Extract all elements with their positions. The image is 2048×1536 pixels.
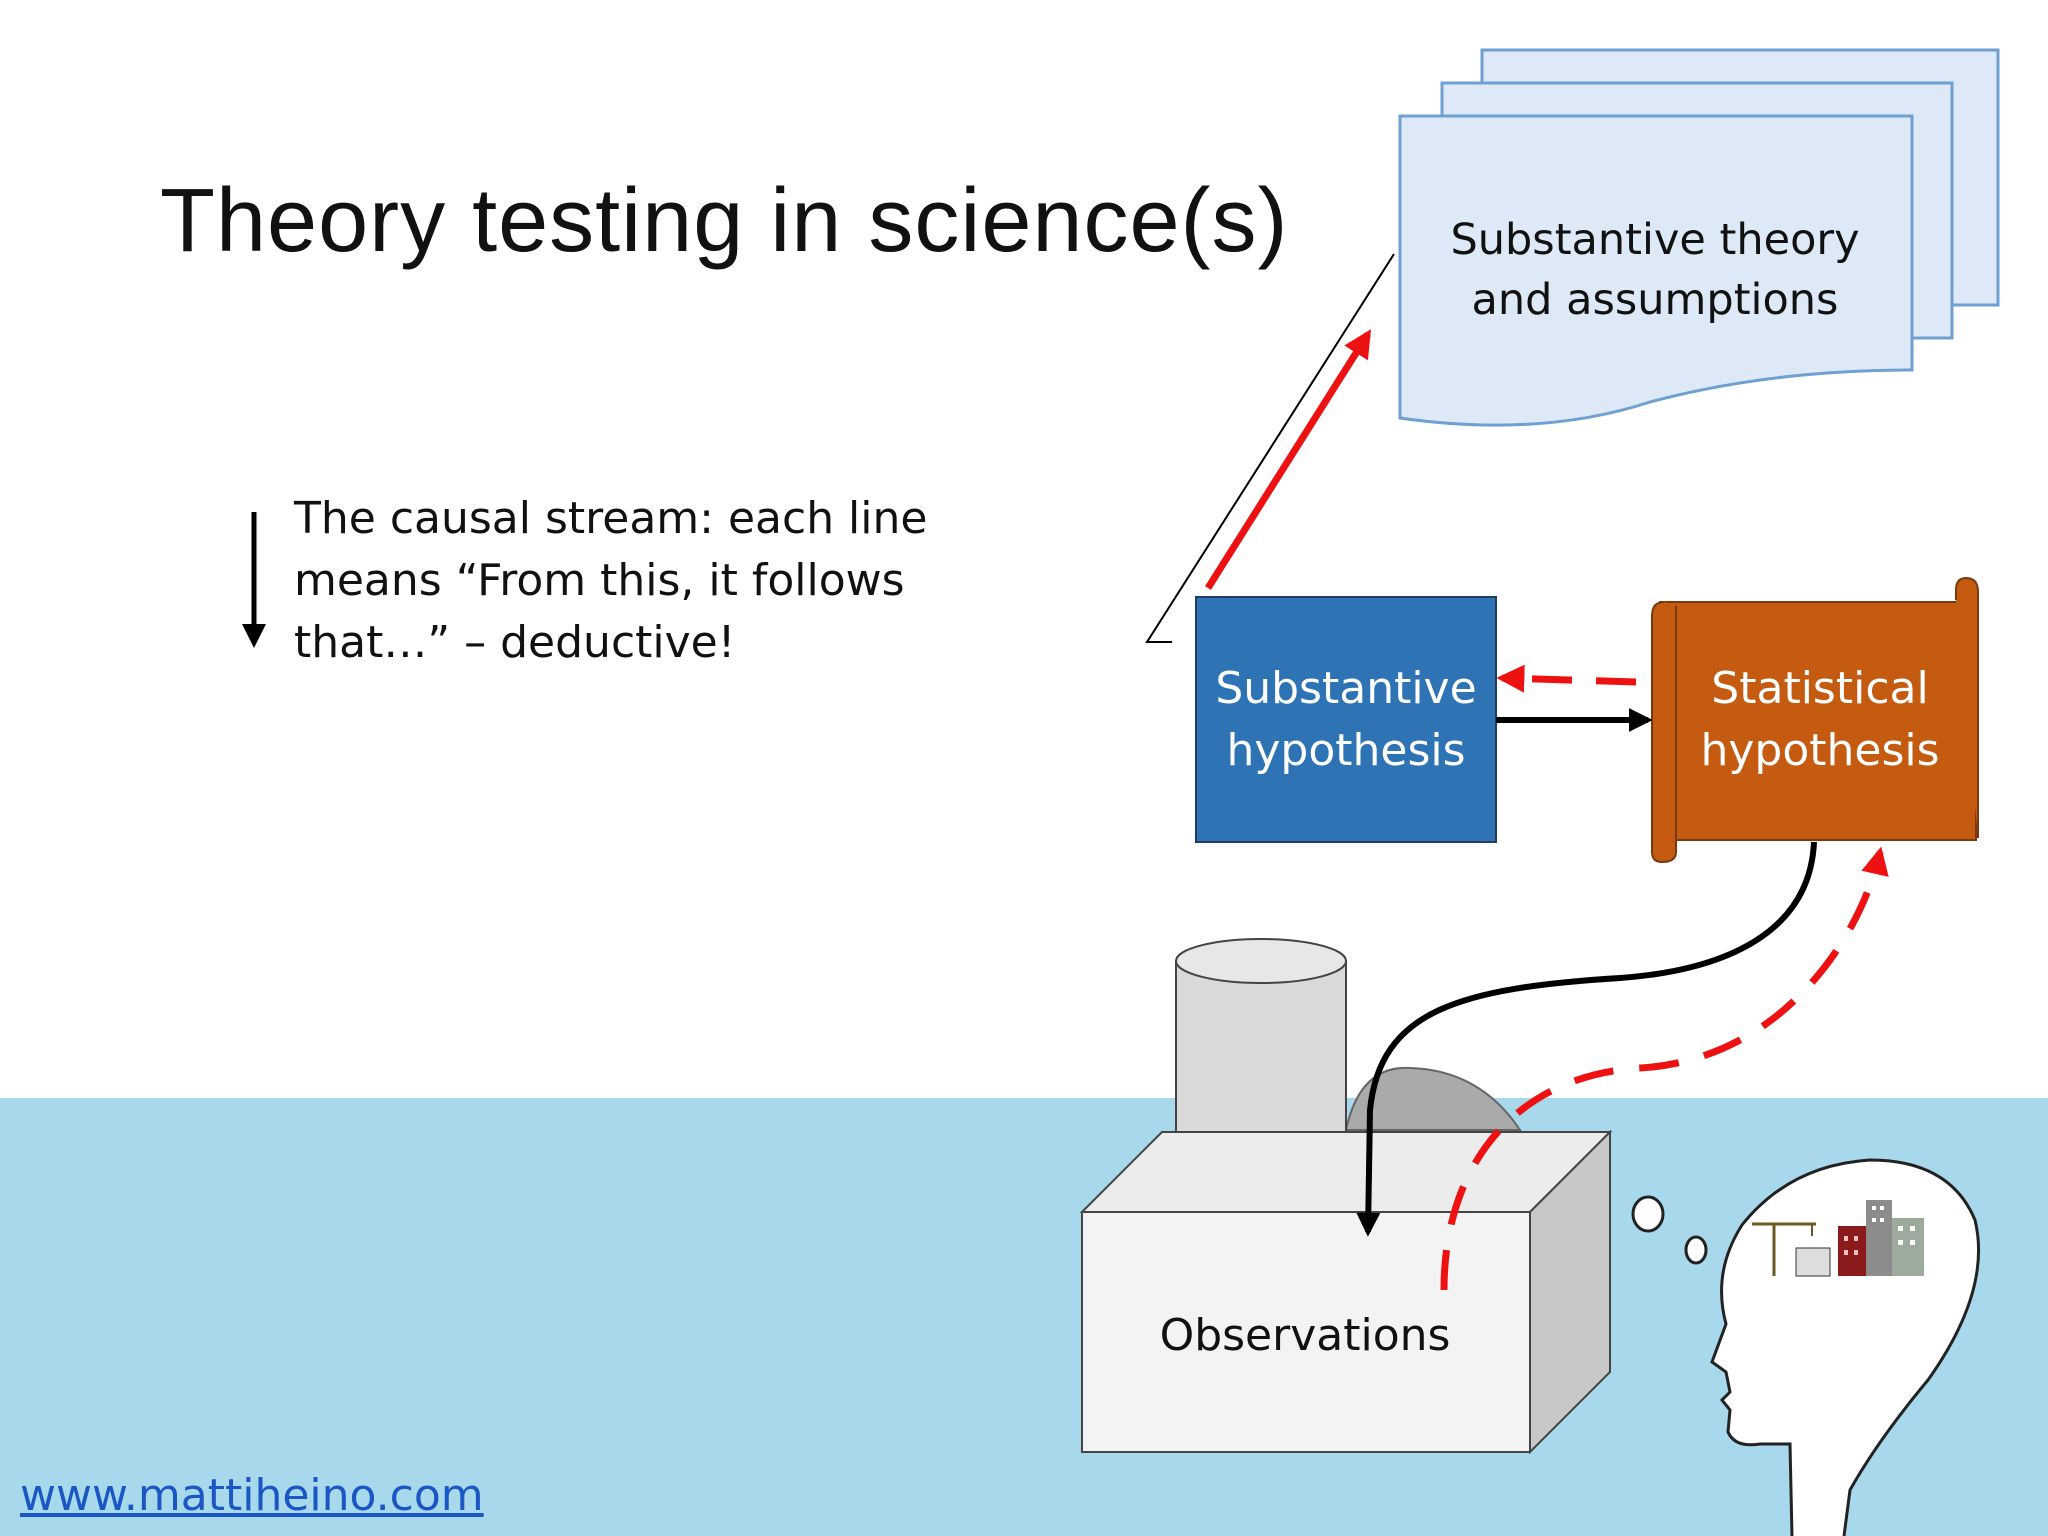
- theory-deduction-line: [1145, 253, 1395, 643]
- iceberg-dome: [1344, 1066, 1522, 1131]
- cylinder-shape: [1175, 938, 1347, 1147]
- red-arrow-to-theory: [1205, 329, 1371, 590]
- observations-box: [1079, 1129, 1613, 1455]
- theory-document-stack: [1398, 48, 2000, 427]
- red-dashed-curve-to-statistical: [1440, 846, 1889, 1291]
- statistical-hypothesis-scroll: [1651, 576, 1979, 864]
- slide-title: Theory testing in science(s): [160, 171, 1289, 271]
- thought-bubble-small: [1684, 1235, 1708, 1265]
- legend-text: The causal stream: each line means “From…: [294, 493, 928, 668]
- red-dashed-arrow-to-substantive: [1496, 664, 1637, 693]
- theory-label: Substantive theory and assumptions: [1450, 215, 1860, 325]
- substantive-hypothesis-label: Substantive hypothesis: [1215, 663, 1477, 776]
- footer-link[interactable]: www.mattiheino.com: [20, 1470, 484, 1521]
- thought-bubble-large: [1631, 1195, 1665, 1233]
- city-icon: [1752, 1200, 1924, 1277]
- water-band: [0, 1098, 2048, 1536]
- observations-label: Observations: [1159, 1309, 1451, 1361]
- black-curve-to-observations: [1356, 841, 1817, 1237]
- statistical-hypothesis-label: Statistical hypothesis: [1700, 663, 1940, 776]
- legend-down-arrow-icon: [242, 512, 266, 648]
